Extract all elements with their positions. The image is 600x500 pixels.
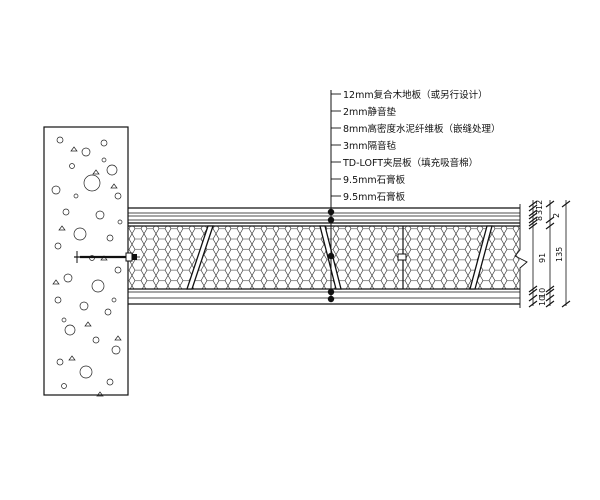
aggregate-stone (62, 208, 70, 216)
aggregate-stone (69, 163, 75, 169)
aggregate-stone (111, 297, 117, 303)
aggregate-stone (51, 185, 61, 195)
aggregate-stone (64, 324, 76, 336)
aggregate-stone (54, 296, 62, 304)
aggregate-chip (96, 391, 104, 397)
callout-wood-floor: 12mm复合木地板（或另行设计） (343, 89, 488, 101)
callout-gypsum-1: 9.5mm石膏板 (343, 174, 406, 186)
aggregate-stone (106, 378, 114, 386)
callout-labels: 12mm复合木地板（或另行设计） 2mm静音垫 8mm高密度水泥纤维板（嵌缝处理… (342, 89, 501, 203)
aggregate-stone (56, 358, 64, 366)
aggregate-stone (79, 301, 89, 311)
aggregate-stone (92, 336, 100, 344)
aggregate-chip (68, 355, 76, 361)
aggregate-stone (61, 317, 67, 323)
dim-3: 3 (535, 210, 544, 215)
dimension-lines (528, 200, 571, 308)
aggregate-stone (91, 279, 105, 293)
leader-ticks (331, 93, 341, 197)
aggregate-stone (111, 345, 121, 355)
dim-2: 2 (552, 213, 561, 218)
aggregate-stone (101, 157, 107, 163)
break-line (514, 204, 528, 308)
aggregate-chip (58, 225, 66, 231)
leader-dots (327, 208, 335, 303)
aggregate-chip (84, 321, 92, 327)
concrete-aggregate (51, 136, 123, 397)
aggregate-stone (56, 136, 64, 144)
anchor-bolt-icon (74, 251, 140, 263)
dim-91: 91 (538, 253, 547, 263)
aggregate-stone (54, 242, 62, 250)
aggregate-stone (81, 147, 91, 157)
callout-loft-board: TD-LOFT夹层板（填充吸音棉） (342, 157, 478, 169)
callout-gypsum-2: 9.5mm石膏板 (343, 191, 406, 203)
aggregate-stone (106, 234, 114, 242)
dim-8: 8 (535, 216, 544, 221)
aggregate-stone (104, 308, 112, 316)
dimension-labels: 8 3 12 2 91 135 10 10 (535, 200, 564, 306)
callout-pad: 2mm静音垫 (343, 106, 397, 118)
dim-10-b: 10 (538, 296, 547, 306)
concrete-wall (43, 126, 129, 397)
dim-12: 12 (535, 200, 544, 210)
callout-cement-board: 8mm高密度水泥纤维板（嵌缝处理） (343, 123, 501, 135)
aggregate-stone (117, 219, 123, 225)
aggregate-chip (92, 169, 100, 175)
dim-135: 135 (555, 247, 564, 262)
callout-felt: 3mm隔音毡 (343, 140, 397, 152)
aggregate-chip (110, 183, 118, 189)
aggregate-chip (52, 279, 60, 285)
aggregate-stone (106, 164, 118, 176)
connector-clip-icon (397, 253, 407, 261)
floor-layers (128, 204, 528, 308)
dim-10-a: 10 (538, 288, 547, 298)
aggregate-stone (61, 383, 67, 389)
aggregate-chip (70, 146, 78, 152)
aggregate-stone (73, 193, 79, 199)
aggregate-stone (83, 174, 101, 192)
aggregate-stone (100, 139, 108, 147)
aggregate-stone (114, 266, 122, 274)
callout-leader (327, 90, 407, 303)
aggregate-stone (73, 227, 87, 241)
aggregate-stone (95, 210, 105, 220)
aggregate-stone (63, 273, 73, 283)
aggregate-chip (114, 335, 122, 341)
aggregate-stone (114, 192, 122, 200)
aggregate-stone (79, 365, 93, 379)
